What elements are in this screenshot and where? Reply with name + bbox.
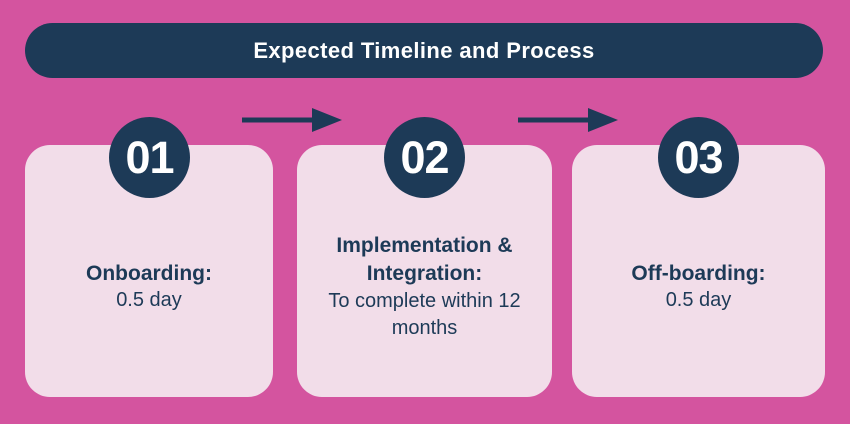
step-2-badge: 02 (384, 117, 465, 198)
step-2-card: Implementation & Integration: To complet… (297, 145, 552, 397)
step-1-badge: 01 (109, 117, 190, 198)
step-3-card: Off-boarding: 0.5 day (572, 145, 825, 397)
arrow-right-icon (242, 108, 342, 132)
title-banner: Expected Timeline and Process (25, 23, 823, 78)
step-1-number: 01 (125, 132, 174, 183)
step-2-heading: Implementation & Integration: (336, 234, 513, 285)
step-2-number: 02 (400, 132, 449, 183)
step-3-number: 03 (674, 132, 723, 183)
page-title: Expected Timeline and Process (253, 37, 595, 63)
arrow-right-icon (518, 108, 618, 132)
step-3-heading: Off-boarding: (631, 261, 766, 285)
step-2-detail: To complete within 12 months (328, 289, 521, 339)
step-1-detail: 0.5 day (116, 289, 182, 312)
step-3-detail: 0.5 day (665, 289, 732, 312)
step-3-badge: 03 (658, 117, 739, 198)
step-1-heading: Onboarding: (86, 261, 212, 285)
